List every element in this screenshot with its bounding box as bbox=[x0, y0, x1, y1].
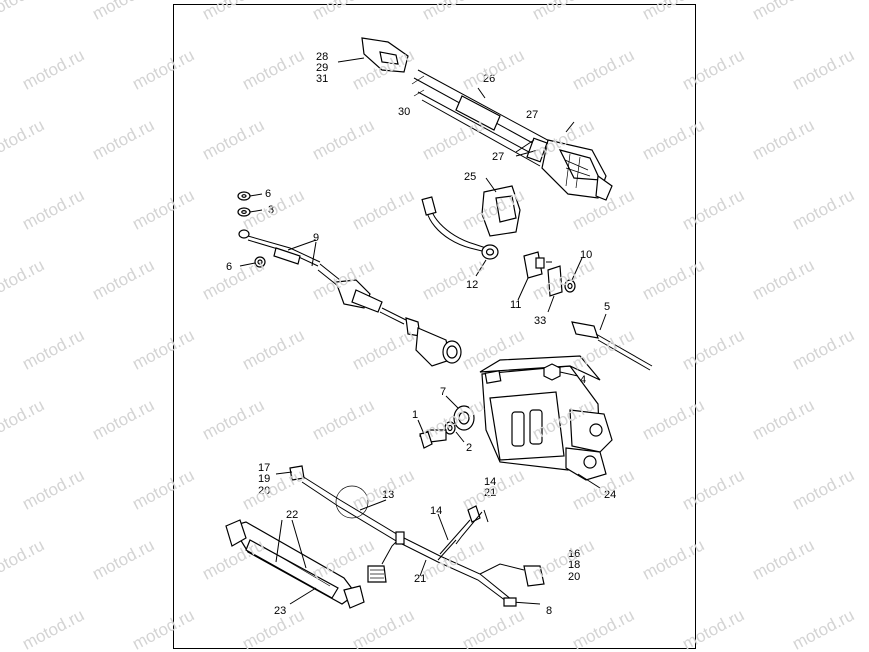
callout-label: 27 bbox=[492, 151, 504, 163]
callout-label: 4 bbox=[580, 374, 586, 386]
connector-block-part bbox=[337, 37, 409, 73]
cable-tie-part bbox=[571, 313, 653, 371]
callout-label: 13 bbox=[382, 489, 394, 501]
callout-label: 31 bbox=[316, 73, 328, 85]
nut-part bbox=[543, 363, 579, 381]
bolt-grommet-part bbox=[417, 395, 475, 449]
callout-label: 27 bbox=[526, 109, 538, 121]
callout-label: 14 bbox=[484, 476, 496, 488]
callout-label: 26 bbox=[483, 73, 495, 85]
callout-label: 6 bbox=[226, 261, 232, 273]
cigarette-lighter-part bbox=[238, 229, 462, 367]
callout-label: 29 bbox=[316, 62, 328, 74]
mounting-panel-part bbox=[225, 519, 365, 609]
callout-label: 1 bbox=[412, 409, 418, 421]
toggle-switch-part bbox=[517, 251, 583, 313]
callout-label: 6 bbox=[265, 188, 271, 200]
callout-label: 19 bbox=[258, 473, 270, 485]
callout-label: 25 bbox=[464, 171, 476, 183]
callout-label: 12 bbox=[466, 279, 478, 291]
callout-label: 2 bbox=[466, 442, 472, 454]
callout-label: 28 bbox=[316, 51, 328, 63]
callout-label: 21 bbox=[414, 573, 426, 585]
callout-label: 22 bbox=[286, 509, 298, 521]
callout-label: 23 bbox=[274, 605, 286, 617]
callout-label: 5 bbox=[604, 301, 610, 313]
indicator-lamp-part bbox=[421, 196, 499, 277]
washer-nut-set-part bbox=[237, 191, 266, 268]
callout-label: 9 bbox=[313, 232, 319, 244]
callout-label: 20 bbox=[568, 571, 580, 583]
control-module-part bbox=[479, 355, 613, 489]
callout-label: 21 bbox=[484, 487, 496, 499]
main-harness-part bbox=[275, 465, 545, 607]
callout-label: 16 bbox=[568, 548, 580, 560]
callout-label: 17 bbox=[258, 462, 270, 474]
callout-label: 8 bbox=[546, 605, 552, 617]
rocker-switch-part bbox=[481, 177, 521, 237]
callout-label: 3 bbox=[268, 204, 274, 216]
callout-label: 7 bbox=[440, 386, 446, 398]
callout-label: 10 bbox=[580, 249, 592, 261]
callout-label: 24 bbox=[604, 489, 616, 501]
switch-housing-part bbox=[515, 121, 613, 201]
callout-label: 18 bbox=[568, 559, 580, 571]
callout-label: 14 bbox=[430, 505, 442, 517]
callout-label: 11 bbox=[510, 299, 521, 311]
callout-label: 33 bbox=[534, 315, 546, 327]
callout-label: 20 bbox=[258, 485, 270, 497]
callout-label: 30 bbox=[398, 106, 410, 118]
